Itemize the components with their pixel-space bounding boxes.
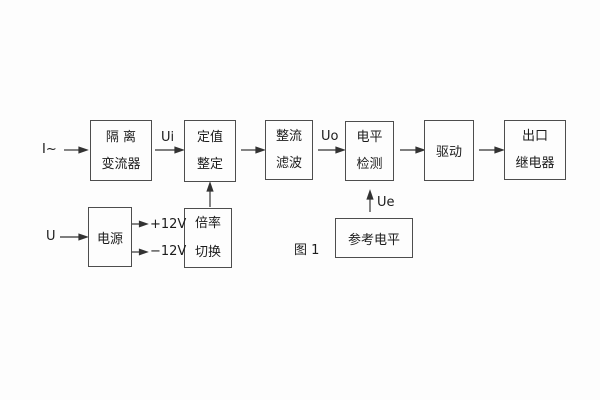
block-label: 倍率: [194, 216, 221, 231]
block-label: 出口: [521, 129, 548, 144]
block-label: 电源: [96, 231, 123, 247]
block-label: 电平: [356, 130, 383, 145]
block-output-relay: 出口 继电器: [504, 120, 566, 180]
arrowhead-plus12: [138, 220, 149, 228]
block-label: 滤波: [275, 156, 302, 171]
label-input-voltage: U: [46, 229, 56, 244]
arrowhead-ratio-to-setting: [206, 181, 214, 192]
block-label: 定值: [196, 130, 223, 145]
arrowhead-input-voltage: [78, 233, 89, 241]
block-label: 驱动: [435, 145, 462, 160]
block-label: 检测: [356, 157, 383, 172]
block-label: 继电器: [515, 156, 555, 171]
label-ue: Ue: [377, 195, 395, 210]
block-setting-adjust: 定值 整定: [184, 120, 236, 182]
block-label: 参考电平: [347, 232, 400, 248]
figure-caption: 图 1: [294, 243, 320, 258]
arrowhead-input-current: [78, 146, 89, 154]
block-label: 整定: [196, 157, 223, 172]
block-ratio-switch: 倍率 切换: [184, 208, 232, 268]
label-plus-12v: +12V: [150, 217, 187, 232]
arrowhead-ui: [174, 146, 185, 154]
arrowhead-drive-to-relay: [494, 146, 505, 154]
block-rectify-filter: 整流 滤波: [265, 120, 313, 180]
block-label: 切换: [194, 245, 221, 260]
block-isolation-transformer: 隔 离 变流器: [90, 120, 152, 181]
arrowhead-detect-to-drive: [415, 146, 426, 154]
arrowhead-ue: [366, 189, 374, 200]
label-input-current: I~: [42, 142, 57, 157]
block-label: 变流器: [101, 156, 141, 172]
label-minus-12v: −12V: [150, 244, 187, 259]
block-label: 整流: [275, 129, 302, 144]
arrowhead-uo: [335, 146, 346, 154]
arrowhead-minus12: [138, 248, 149, 256]
arrowhead-setting-to-rectify: [255, 146, 266, 154]
block-label: 隔 离: [105, 129, 137, 145]
block-reference-level: 参考电平: [335, 218, 413, 258]
label-ui: Ui: [161, 130, 175, 145]
label-uo: Uo: [321, 129, 339, 144]
block-level-detect: 电平 检测: [345, 121, 394, 181]
block-power-supply: 电源: [88, 207, 132, 267]
block-drive: 驱动: [424, 120, 474, 181]
